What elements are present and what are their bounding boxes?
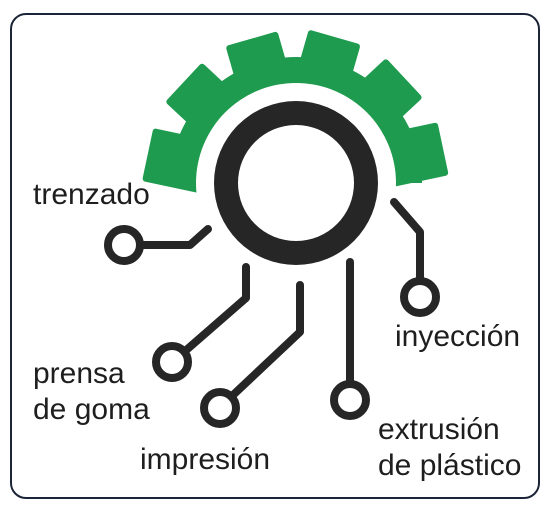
- label-inyeccion: inyección: [395, 320, 521, 353]
- label-extrusion-line2: de plástico: [378, 449, 522, 482]
- label-impresion: impresión: [140, 443, 271, 476]
- trace-inyeccion: [390, 198, 424, 284]
- node-trenzado-icon: [104, 225, 144, 265]
- label-extrusion-line1: extrusión: [378, 413, 500, 446]
- circuit-traces: [136, 198, 424, 400]
- node-inyeccion-icon: [400, 277, 440, 317]
- gear-icon: [142, 30, 449, 283]
- label-prensa-line1: prensa: [33, 357, 125, 390]
- node-extrusion-icon: [330, 380, 370, 420]
- label-prensa-line2: de goma: [33, 393, 150, 426]
- node-prensa-icon: [152, 342, 192, 382]
- node-impresion-icon: [200, 388, 240, 428]
- trace-trenzado: [136, 225, 212, 249]
- label-trenzado: trenzado: [33, 178, 150, 211]
- trace-prensa: [180, 263, 250, 356]
- circuit-node-icons: [104, 225, 440, 428]
- trace-impresion: [228, 281, 304, 400]
